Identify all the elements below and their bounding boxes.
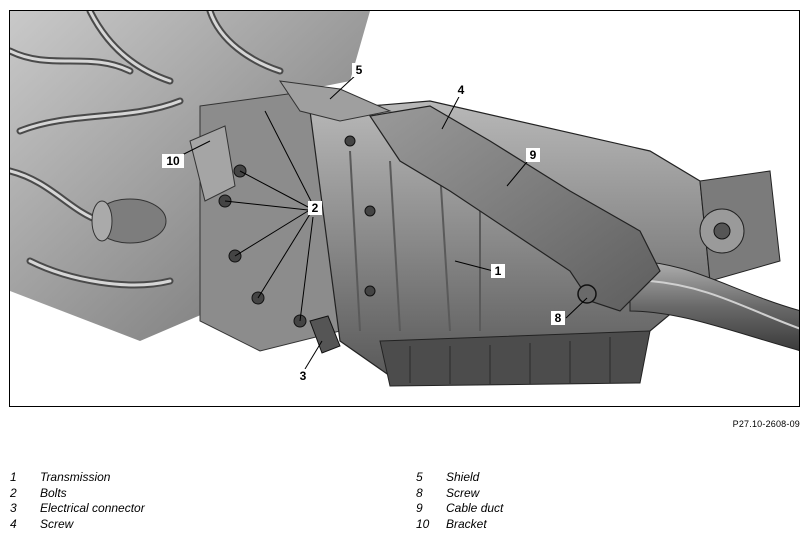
legend-label: Cable duct bbox=[446, 501, 504, 515]
callout-10: 10 bbox=[166, 154, 180, 168]
callout-5: 5 bbox=[356, 63, 363, 77]
legend-label: Bracket bbox=[446, 516, 487, 531]
legend-number: 1 bbox=[10, 470, 17, 484]
callout-9: 9 bbox=[530, 148, 537, 162]
legend-left: 1 Transmission 2 Bolts 3 Electrical conn… bbox=[10, 470, 145, 532]
transmission-illustration: 5 4 9 1 8 10 2 3 bbox=[9, 10, 800, 407]
callout-1: 1 bbox=[495, 264, 502, 278]
legend-number: 8 bbox=[416, 485, 423, 500]
legend-label: Screw bbox=[446, 485, 480, 500]
legend-number: 9 bbox=[416, 501, 423, 515]
callout-4: 4 bbox=[458, 83, 465, 97]
legend-label: Shield bbox=[446, 470, 480, 484]
legend-number: 4 bbox=[10, 516, 17, 531]
legend-item: 4 Screw bbox=[10, 517, 145, 533]
callout-2: 2 bbox=[312, 201, 319, 215]
legend-label: Transmission bbox=[40, 470, 111, 484]
legend-label: Screw bbox=[40, 516, 74, 531]
legend-number: 3 bbox=[10, 501, 17, 515]
legend-item: 3 Electrical connector bbox=[10, 501, 145, 517]
legend-number: 5 bbox=[416, 470, 423, 484]
callout-8: 8 bbox=[555, 311, 562, 325]
legend-item: 2 Bolts bbox=[10, 486, 145, 502]
legend-item: 10 Bracket bbox=[416, 517, 503, 533]
legend-item: 1 Transmission bbox=[10, 470, 145, 486]
legend-number: 2 bbox=[10, 485, 17, 500]
legend-number: 10 bbox=[416, 516, 430, 531]
callout-3: 3 bbox=[300, 369, 307, 383]
illustration-drawing: 5 4 9 1 8 10 2 3 bbox=[10, 11, 799, 387]
legend-item: 9 Cable duct bbox=[416, 501, 503, 517]
legend-item: 8 Screw bbox=[416, 486, 503, 502]
legend-right: 5 Shield 8 Screw 9 Cable duct 10 Bracket bbox=[416, 470, 503, 532]
figure-id: P27.10-2608-09 bbox=[732, 419, 800, 429]
callout-labels: 5 4 9 1 8 10 2 3 bbox=[162, 63, 565, 383]
legend-label: Electrical connector bbox=[40, 501, 145, 515]
legend-label: Bolts bbox=[40, 485, 67, 500]
legend-item: 5 Shield bbox=[416, 470, 503, 486]
